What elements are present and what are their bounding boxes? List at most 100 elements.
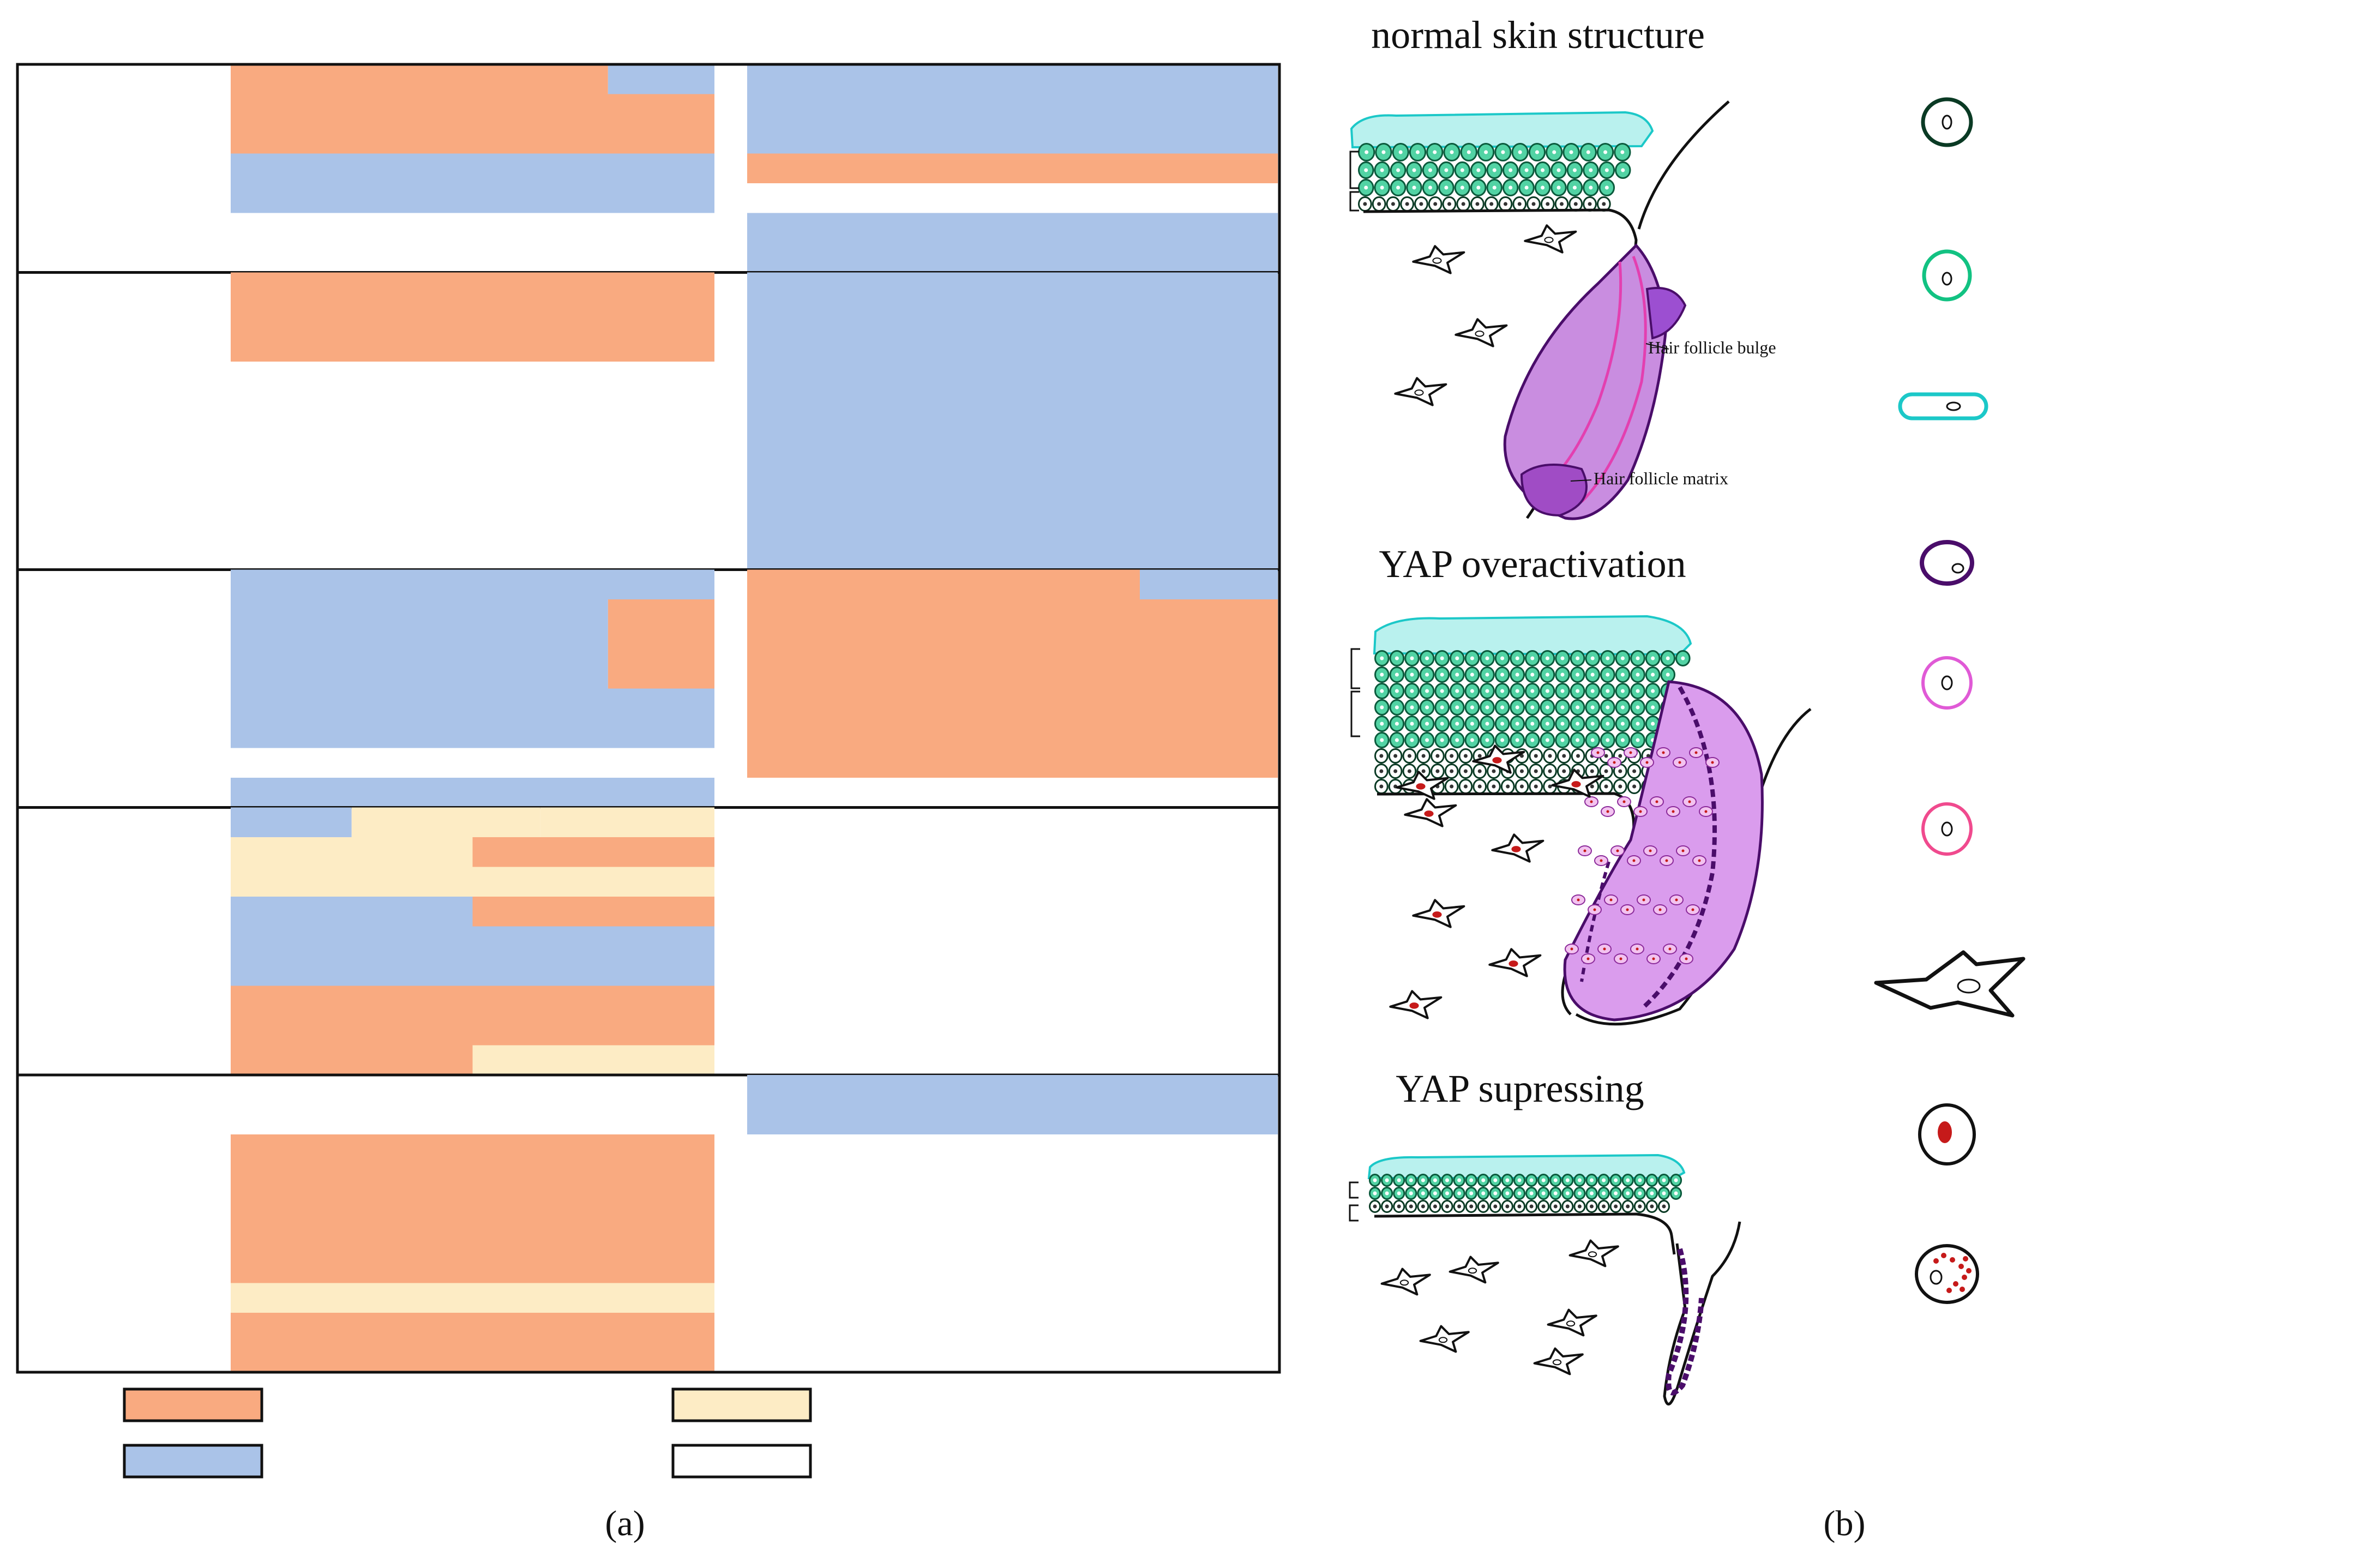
cell-nucleus	[1377, 202, 1381, 206]
cell-nucleus	[1576, 672, 1580, 677]
cell-nucleus	[1548, 784, 1552, 789]
cell-nucleus	[1450, 150, 1454, 154]
cell-nucleus	[1409, 1178, 1413, 1182]
cell-up	[231, 64, 608, 94]
cell-nucleus	[1500, 672, 1505, 677]
cell-nucleus	[1397, 1178, 1401, 1182]
cell-nucleus	[1604, 168, 1609, 172]
cell-nucleus	[1460, 168, 1464, 172]
cell-nucleus	[1410, 672, 1414, 677]
active-yap-dot	[1600, 859, 1603, 862]
fibroblast-nucleus	[1432, 257, 1442, 264]
cell-nucleus	[1380, 185, 1384, 190]
cell-nucleus	[1548, 769, 1552, 773]
cell-type-legend	[1874, 97, 2026, 1304]
cell-down	[747, 391, 1278, 421]
cell-nucleus	[1662, 1191, 1666, 1195]
cell-nucleus	[1425, 689, 1429, 693]
cell-nucleus	[1425, 705, 1429, 710]
cell-nucleus	[1410, 656, 1414, 660]
cell-nucleus	[1517, 1204, 1522, 1209]
cell-up	[608, 659, 714, 689]
cell-nucleus	[1618, 769, 1622, 773]
cell-down	[747, 243, 1278, 273]
cell-nucleus	[1590, 689, 1595, 693]
cell-nucleus	[1560, 738, 1565, 742]
layer-bracket	[1350, 690, 1360, 737]
hair-follicle-bulge-label: Hair follicle bulge	[1648, 338, 1776, 357]
cell-nucleus	[1409, 1204, 1413, 1209]
bulge-leader-line	[1645, 343, 1669, 350]
cell-nucleus	[1534, 769, 1538, 773]
cell-nucleus	[1638, 1178, 1642, 1182]
cell-nucleus	[1572, 168, 1577, 172]
cell-nucleus	[1505, 1204, 1510, 1209]
title-yap-overactivation: YAP overactivation	[1379, 542, 1686, 586]
active-yap-dot	[1691, 908, 1694, 911]
cell-nucleus	[1576, 689, 1580, 693]
matrix-leader-line	[1570, 479, 1592, 482]
cell-nucleus	[1484, 150, 1488, 154]
cell-up	[747, 748, 1278, 778]
cell-nucleus	[1620, 672, 1625, 677]
yap-suppressing-diagram	[1349, 1154, 1741, 1405]
hair-follicle-matrix-label: Hair follicle matrix	[1594, 468, 1728, 488]
active-yap-dot	[1649, 849, 1652, 852]
cell-nucleus	[1476, 168, 1481, 172]
cell-nucleus	[1455, 672, 1459, 677]
cell-nucleus	[1364, 168, 1368, 172]
cell-nucleus	[1529, 1191, 1534, 1195]
cell-nucleus	[1395, 672, 1399, 677]
cell-nucleus	[1604, 754, 1608, 758]
cell-nucleus	[1469, 1178, 1474, 1182]
cell-nucleus	[1576, 754, 1580, 758]
cell-down	[747, 480, 1278, 510]
cell-nucleus	[1380, 722, 1384, 726]
active-yap-dot	[1583, 849, 1586, 852]
cell-up	[231, 1313, 714, 1343]
cell-nucleus	[1433, 1191, 1437, 1195]
cell-nucleus	[1614, 1178, 1618, 1182]
cell-nucleus	[1530, 689, 1535, 693]
cell-nucleus	[1614, 1191, 1618, 1195]
cell-nucleus	[1410, 705, 1414, 710]
active-yap-dot	[1616, 849, 1619, 852]
cell-nucleus	[1602, 202, 1606, 206]
cell-nucleus	[1546, 202, 1550, 206]
cell-nucleus	[1674, 1191, 1678, 1195]
cell-nucleus	[1515, 689, 1519, 693]
cell-up	[747, 718, 1278, 748]
active-yap-dot	[1626, 908, 1629, 911]
cell-nucleus	[1395, 656, 1399, 660]
cell-nucleus	[1651, 672, 1655, 677]
cell-nucleus	[1590, 722, 1595, 726]
cell-nucleus	[1553, 1204, 1558, 1209]
fibroblast-nucleus	[1511, 846, 1521, 852]
cell-nucleus	[1529, 1178, 1534, 1182]
cell-nucleus	[1433, 202, 1438, 206]
cell-down	[231, 897, 473, 927]
cell-nc	[231, 837, 473, 867]
cell-nucleus	[1560, 656, 1565, 660]
cell-nucleus	[1421, 1191, 1425, 1195]
cell-nucleus	[1565, 1191, 1570, 1195]
cell-nucleus	[1534, 754, 1538, 758]
cell-nucleus	[1541, 1191, 1546, 1195]
cell-nucleus	[1470, 656, 1474, 660]
cell-nucleus	[1524, 168, 1529, 172]
cell-nucleus	[1606, 656, 1610, 660]
cell-nucleus	[1440, 672, 1444, 677]
cell-nucleus	[1425, 722, 1429, 726]
cell-down	[747, 540, 1278, 570]
layer-bracket	[1349, 1204, 1359, 1222]
cell-nucleus	[1440, 689, 1444, 693]
cell-nucleus	[1606, 705, 1610, 710]
hair-follicle-bulge	[1645, 287, 1687, 340]
cell-nucleus	[1541, 168, 1545, 172]
cell-nucleus	[1530, 656, 1535, 660]
legend-swatch-down	[123, 1444, 263, 1479]
cell-up	[231, 1223, 714, 1253]
cell-nucleus	[1409, 1191, 1413, 1195]
cell-nucleus	[1662, 1178, 1666, 1182]
active-yap-dot	[1668, 947, 1672, 951]
